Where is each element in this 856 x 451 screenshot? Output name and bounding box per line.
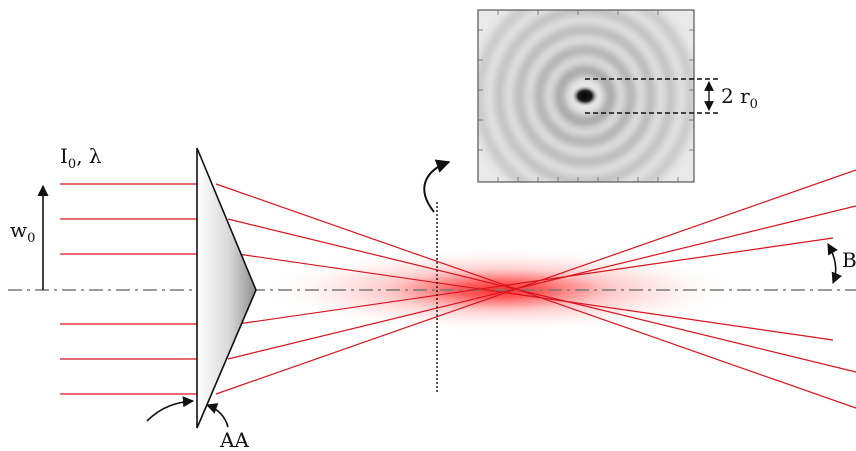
axicon-label: AA: [219, 428, 249, 451]
curved-arrow-icon: [423, 159, 451, 213]
axicon-lens: [196, 147, 257, 429]
interference-inset: [477, 9, 718, 183]
double-arrow-icon: [827, 243, 843, 285]
curved-arrow-icon: [205, 403, 229, 428]
waist-label: w0: [10, 218, 35, 246]
input-beam-label: I0, λ: [60, 144, 102, 172]
incoming-rays: [60, 183, 197, 395]
central-core: [571, 85, 599, 107]
refracted-rays: [215, 169, 856, 409]
curved-arrow-icon: [146, 396, 195, 422]
radius-label: 2 r0: [721, 84, 758, 112]
angle-label: B: [842, 248, 856, 272]
